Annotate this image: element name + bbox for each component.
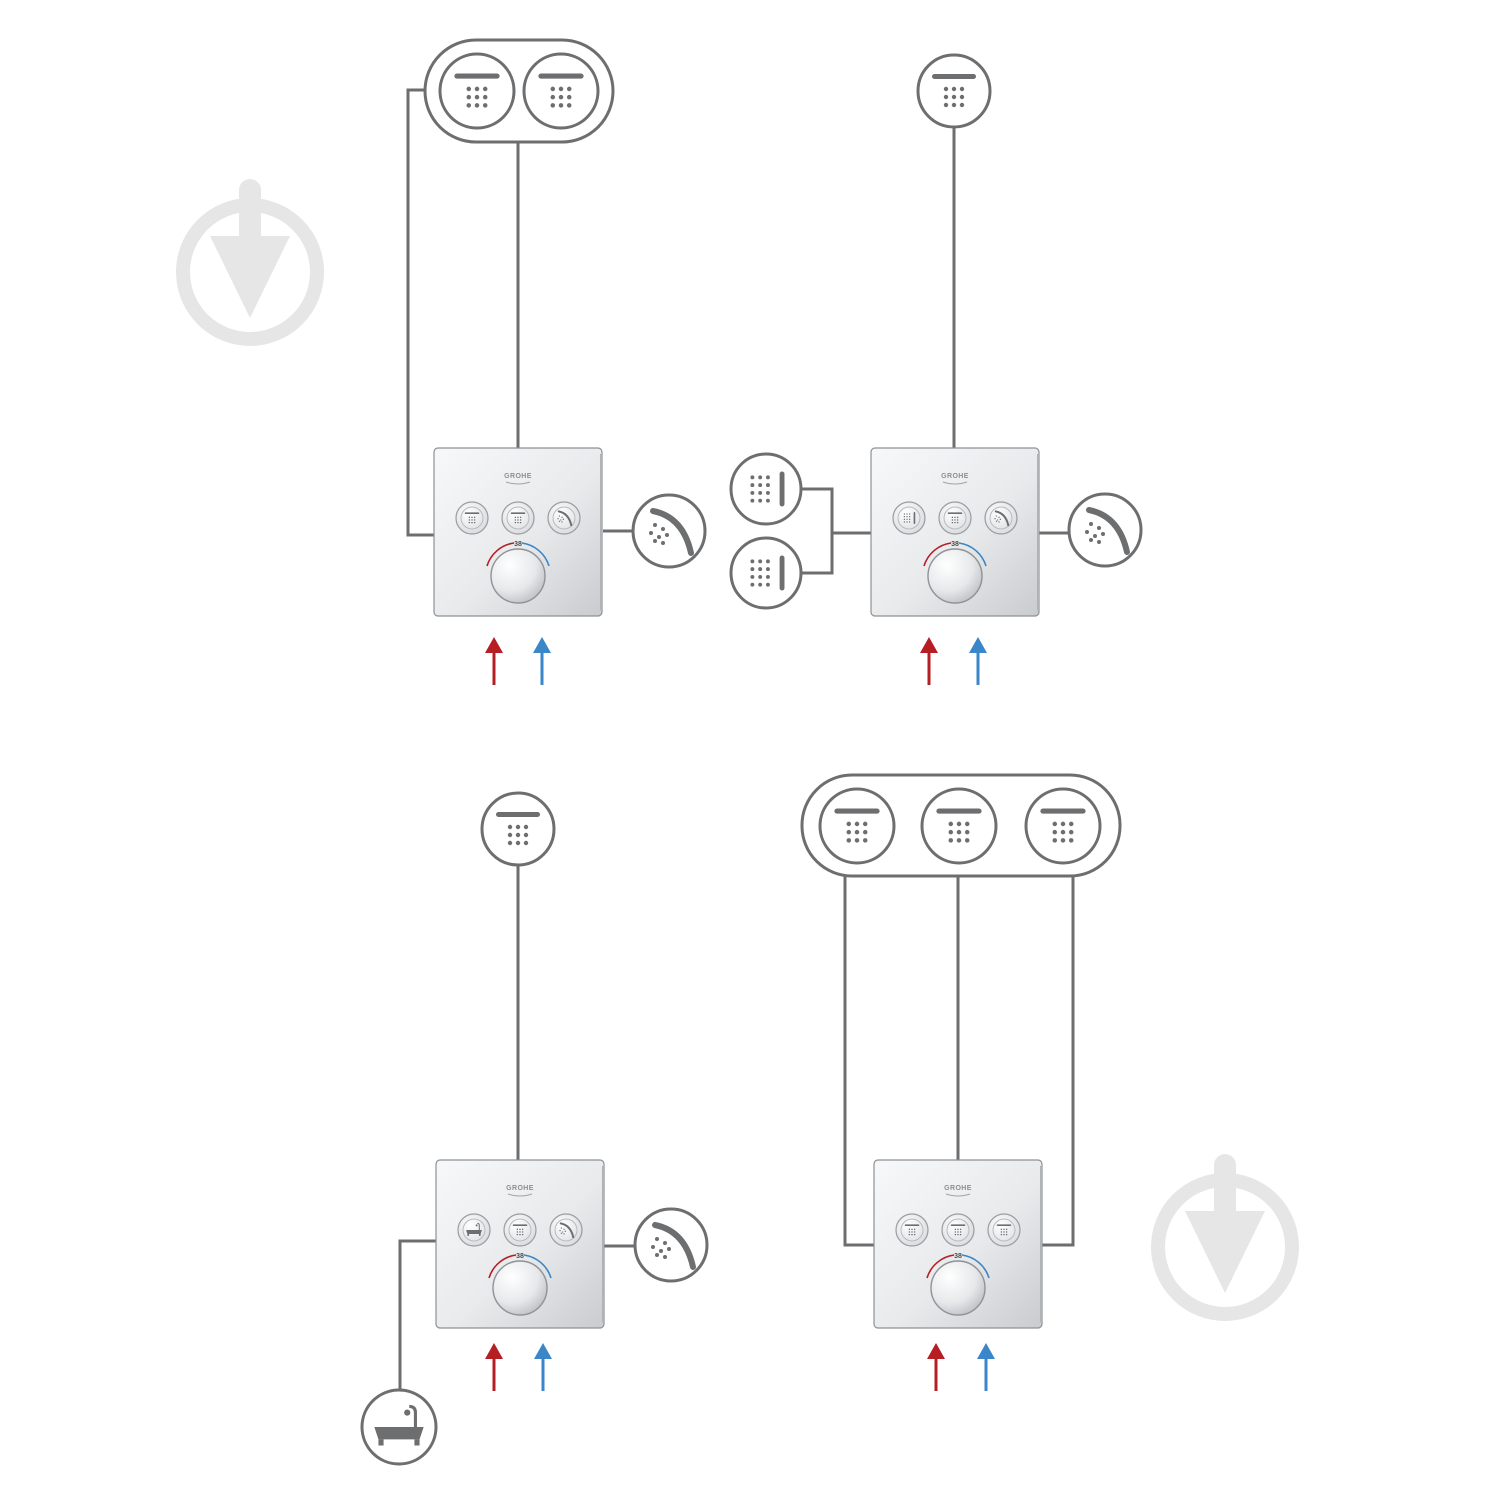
outlet-button[interactable] <box>941 1213 975 1247</box>
outlet-button[interactable] <box>501 501 535 535</box>
thermostat-panel: GROHE 38 <box>870 447 1040 617</box>
outlet-button[interactable] <box>455 501 489 535</box>
temperature-mark: 38 <box>514 541 522 548</box>
head-shower-outlet <box>480 791 556 867</box>
cold-scale <box>961 1254 990 1279</box>
body-jet-icon <box>903 512 916 524</box>
head-shower-icon <box>834 808 880 843</box>
outlet-button[interactable] <box>549 1213 583 1247</box>
pipe-lines <box>801 127 1069 575</box>
hand-shower-outlet <box>633 1207 709 1283</box>
head-shower-icon <box>904 1224 920 1236</box>
body-jet-outlet <box>729 452 803 526</box>
hand-shower-icon <box>649 508 694 556</box>
head-shower-icon <box>512 1224 528 1236</box>
brand-logo: GROHE <box>506 1185 534 1192</box>
bathtub-icon <box>374 1404 424 1446</box>
brand-logo: GROHE <box>944 1185 972 1192</box>
hand-shower-outlet <box>1067 492 1143 568</box>
head-shower-icon <box>464 512 480 524</box>
outlet-button[interactable] <box>457 1213 491 1247</box>
hand-shower-icon <box>651 1222 696 1270</box>
cold-water-arrow <box>534 1343 552 1391</box>
thermostat-knob[interactable] <box>492 1260 548 1316</box>
head-shower-outlet <box>522 52 600 130</box>
pipe-lines <box>398 865 636 1392</box>
hot-scale <box>923 542 952 567</box>
thermostat-knob[interactable] <box>490 548 546 604</box>
thermostat-panel: GROHE 38 <box>435 1159 605 1329</box>
head-shower-outlet <box>920 787 998 865</box>
head-shower-outlet <box>916 53 992 129</box>
hand-shower-outlet <box>631 493 707 569</box>
cold-water-arrow <box>977 1343 995 1391</box>
cold-scale <box>523 1254 552 1279</box>
outlet-button[interactable] <box>984 501 1018 535</box>
bathtub-icon <box>466 1222 482 1236</box>
head-shower-outlet <box>438 52 516 130</box>
hot-water-arrow <box>927 1343 945 1391</box>
temperature-mark: 38 <box>954 1253 962 1260</box>
thermostat-knob[interactable] <box>930 1260 986 1316</box>
head-shower-icon <box>510 512 526 524</box>
hot-scale <box>486 542 515 567</box>
configuration-3: GROHE 38 <box>360 791 709 1466</box>
outlet-button[interactable] <box>938 501 972 535</box>
configuration-4: GROHE 38 <box>800 773 1122 1391</box>
thermostat-panel: GROHE 38 <box>433 447 603 617</box>
bathtub-outlet <box>360 1388 438 1466</box>
body-jet-icon <box>750 471 785 507</box>
brand-logo: GROHE <box>504 473 532 480</box>
temperature-mark: 38 <box>516 1253 524 1260</box>
hand-shower-icon <box>559 1222 575 1239</box>
hand-shower-icon <box>994 510 1010 527</box>
watermark-logo-bottom-right <box>1151 1154 1299 1321</box>
outlet-button[interactable] <box>892 501 926 535</box>
outlet-button[interactable] <box>503 1213 537 1247</box>
hand-shower-icon <box>1085 507 1130 555</box>
brand-logo: GROHE <box>941 473 969 480</box>
hot-water-arrow <box>485 1343 503 1391</box>
hot-water-arrow <box>485 637 503 685</box>
body-jet-icon <box>750 555 785 591</box>
head-shower-icon <box>936 808 982 843</box>
cold-water-arrow <box>533 637 551 685</box>
head-shower-icon <box>538 73 584 108</box>
head-shower-icon <box>950 1224 966 1236</box>
head-shower-outlet <box>818 787 896 865</box>
hand-shower-icon <box>557 510 573 527</box>
watermark-logo-top-left <box>176 179 324 346</box>
head-shower-icon <box>1040 808 1086 843</box>
pipe-lines <box>843 876 1075 1247</box>
hot-scale <box>926 1254 955 1279</box>
outlet-button[interactable] <box>895 1213 929 1247</box>
outlet-button[interactable] <box>547 501 581 535</box>
thermostat-knob[interactable] <box>927 548 983 604</box>
cold-scale <box>521 542 550 567</box>
configuration-1: GROHE 38 <box>406 38 707 685</box>
outlet-button[interactable] <box>987 1213 1021 1247</box>
hot-water-arrow <box>920 637 938 685</box>
thermostat-panel: GROHE 38 <box>873 1159 1043 1329</box>
cold-scale <box>958 542 987 567</box>
head-shower-icon <box>996 1224 1012 1236</box>
head-shower-icon <box>496 812 540 846</box>
cold-water-arrow <box>969 637 987 685</box>
head-shower-icon <box>947 512 963 524</box>
body-jet-outlet <box>729 536 803 610</box>
head-shower-outlet <box>1024 787 1102 865</box>
hot-scale <box>488 1254 517 1279</box>
head-shower-icon <box>454 73 500 108</box>
head-shower-icon <box>932 74 976 108</box>
configuration-2: GROHE 38 <box>729 53 1143 685</box>
temperature-mark: 38 <box>951 541 959 548</box>
